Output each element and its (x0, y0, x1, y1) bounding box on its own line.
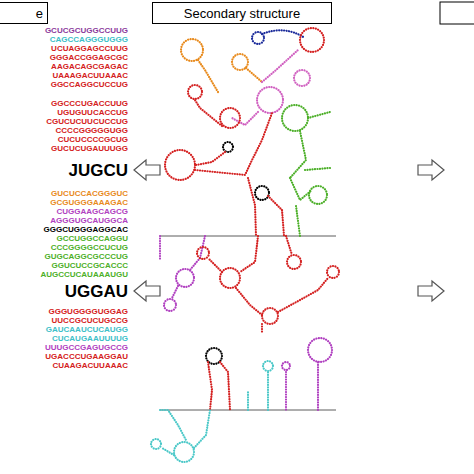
header-text: e (36, 6, 43, 21)
sequence-line: AGGGUGCAUGGCA (50, 217, 128, 225)
sequence-line: GCUCGCUGGCCUUG (45, 27, 128, 35)
sequence-line: GGGCUGGGAGGCAC (44, 226, 128, 234)
sequence-line: UCUAGGAGCCUUG (51, 45, 128, 53)
sequence-line: CUAAGACUUAAAC (52, 362, 128, 370)
header-box (440, 2, 474, 24)
sequence-line: UAAAGACUUAAAC (52, 72, 128, 80)
sequence-line: AAGACAGCGAGAC (51, 63, 128, 71)
header-text: Secondary structure (184, 6, 300, 21)
sequence-line: CCCCGGGGGUGG (56, 127, 128, 135)
sequence-line: GUCUCCACGGGUC (51, 190, 128, 198)
sequence-line: GUGCAGGCGCCCUG (44, 253, 128, 261)
sequence-line: GCCUGGCCAGGU (56, 235, 128, 243)
structure-one (160, 28, 339, 334)
sequence-line: GGCCCUGACCUUG (51, 100, 128, 108)
sequence-line: CUCUCCCCGCUG (58, 136, 128, 144)
sequence-line: CCCGGGGCCUCUG (51, 244, 128, 252)
sequence-line: CAGCCAGGGUGGG (50, 36, 128, 44)
sequence-line: CUCAUGAAUUUUG (52, 335, 128, 343)
sequence-line: GGGACCGGAGCGC (50, 54, 128, 62)
sequence-line: GGGUGGGGUGGAG (48, 308, 128, 316)
sequence-line: GAUCAAUCUCAUGG (46, 326, 128, 334)
sequence-line: GUCUCUGAUUUGG (51, 145, 128, 153)
sequence-line: GCGUGGGAAAGAC (50, 199, 128, 207)
header-box: Secondary structure (152, 2, 332, 24)
sequence-line: UGUGUUCACCUG (57, 109, 128, 117)
block-arrows (134, 160, 444, 301)
sequence-line: GGCCAGGCUCCUG (51, 81, 128, 89)
sequence-highlight: JUGCU (68, 162, 128, 179)
sequence-line: UUCCGCUCUGCCG (52, 317, 128, 325)
exterior-loop (160, 236, 336, 410)
sequence-line: CUGGAAGCAGCG (56, 208, 128, 216)
structure-two (151, 338, 332, 462)
sequence-highlight: UGGAU (65, 283, 128, 300)
sequence-line: UUUGCCGAGUGCCG (45, 344, 128, 352)
sequence-line: AUGCCUCAUAAAUGU (40, 271, 128, 279)
sequence-line: CGUCUCUUCUCCUG (46, 118, 128, 126)
header-box: e (0, 2, 48, 24)
sequence-line: UGACCCUGAAGGAU (45, 353, 128, 361)
sequence-line: GGUCUCCGCACCC (52, 262, 128, 270)
